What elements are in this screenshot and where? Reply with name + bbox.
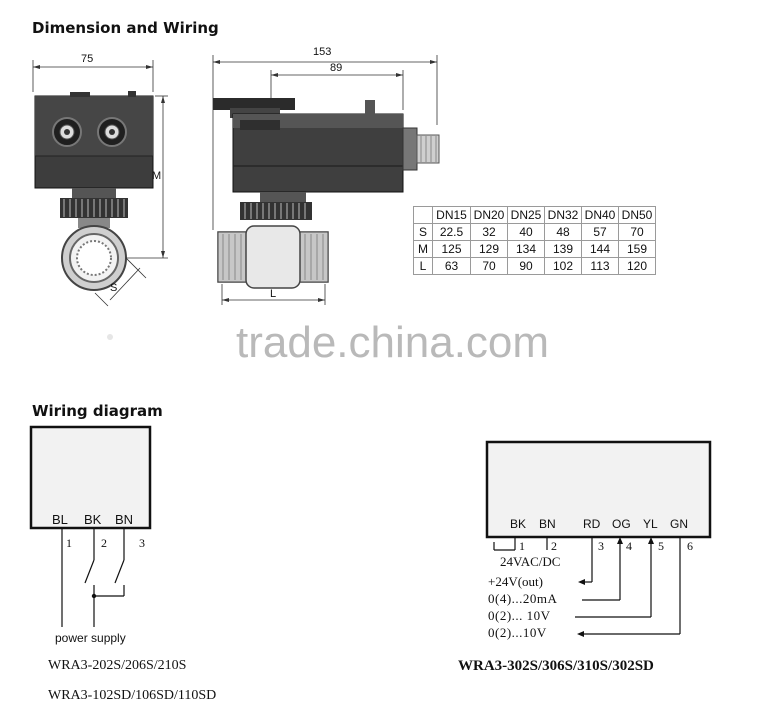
signal-label-24v-out: +24V(out) xyxy=(488,574,543,589)
table-header-row: DN15 DN20 DN25 DN32 DN40 DN50 xyxy=(413,206,656,224)
wiring-heading: Wiring diagram xyxy=(32,402,163,420)
signal-label-ma-input: 0(4)...20mA xyxy=(488,591,558,606)
wire-label-bn: BN xyxy=(115,512,134,527)
right-wiring-diagram xyxy=(485,440,712,637)
terminal-number: 2 xyxy=(551,539,557,553)
table-cell: 90 xyxy=(507,257,545,275)
table-row: M 125 129 134 139 144 159 xyxy=(413,240,656,258)
table-cell: 139 xyxy=(544,240,582,258)
terminal-number: 6 xyxy=(687,539,693,553)
table-cell: 48 xyxy=(544,223,582,241)
wire-label-bk: BK xyxy=(510,517,527,531)
wiring-drawing xyxy=(29,425,712,637)
wire-label-bl: BL xyxy=(52,512,68,527)
table-cell: DN50 xyxy=(618,206,656,224)
terminal-number: 4 xyxy=(626,539,632,553)
dimension-table: DN15 DN20 DN25 DN32 DN40 DN50 S 22.5 32 … xyxy=(413,206,656,275)
terminal-number: 5 xyxy=(658,539,664,553)
terminal-number: 1 xyxy=(66,536,72,550)
table-cell: 40 xyxy=(507,223,545,241)
dimension-heading: Dimension and Wiring xyxy=(32,19,219,37)
signal-label-supply: 24VAC/DC xyxy=(500,554,561,569)
table-cell: 70 xyxy=(618,223,656,241)
signal-label-v-output: 0(2)...10V xyxy=(488,625,547,640)
model-number: WRA3-302S/306S/310S/302SD xyxy=(458,658,654,674)
terminal-number: 1 xyxy=(519,539,525,553)
table-cell: 120 xyxy=(618,257,656,275)
table-cell: 159 xyxy=(618,240,656,258)
table-cell: 134 xyxy=(507,240,545,258)
cable-gland-icon xyxy=(52,117,82,147)
table-cell: 144 xyxy=(581,240,619,258)
table-cell: M xyxy=(413,240,433,258)
wire-label-yl: YL xyxy=(643,517,658,531)
wire-label-rd: RD xyxy=(583,517,601,531)
dim-side-label: S xyxy=(110,282,118,294)
left-wiring-diagram xyxy=(29,425,152,627)
table-cell: 129 xyxy=(470,240,508,258)
wire-label-gn: GN xyxy=(670,517,688,531)
table-cell: 102 xyxy=(544,257,582,275)
wire-label-bk: BK xyxy=(84,512,102,527)
dim-width-label: 75 xyxy=(81,53,94,65)
dim-body-length-label: L xyxy=(270,288,277,300)
cable-gland-icon xyxy=(97,117,127,147)
terminal-number: 2 xyxy=(101,536,107,550)
table-cell: DN15 xyxy=(432,206,471,224)
table-row: S 22.5 32 40 48 57 70 xyxy=(413,223,656,241)
power-supply-label: power supply xyxy=(55,631,126,645)
terminal-number: 3 xyxy=(598,539,604,553)
table-cell: 22.5 xyxy=(432,223,471,241)
dim-total-length-label: 153 xyxy=(313,46,332,58)
model-number: WRA3-102SD/106SD/110SD xyxy=(48,688,217,703)
table-cell: 57 xyxy=(581,223,619,241)
watermark: trade.china.com xyxy=(236,318,550,367)
side-view xyxy=(212,55,440,305)
wire-label-og: OG xyxy=(612,517,631,531)
table-row: L 63 70 90 102 113 120 xyxy=(413,257,656,275)
table-cell: DN32 xyxy=(544,206,582,224)
table-cell: DN25 xyxy=(507,206,545,224)
dim-actuator-length-label: 89 xyxy=(330,62,343,74)
table-cell xyxy=(413,206,433,224)
table-cell: 125 xyxy=(432,240,471,258)
dimension-drawing xyxy=(32,55,440,340)
table-cell: L xyxy=(413,257,433,275)
table-cell: DN20 xyxy=(470,206,508,224)
table-cell: DN40 xyxy=(581,206,619,224)
model-number: WRA3-202S/206S/210S xyxy=(48,658,187,673)
dim-height-label: M xyxy=(152,170,162,182)
front-view xyxy=(32,60,168,340)
terminal-number: 3 xyxy=(139,536,145,550)
signal-label-v-input: 0(2)... 10V xyxy=(488,608,551,623)
table-cell: 32 xyxy=(470,223,508,241)
wire-label-bn: BN xyxy=(539,517,556,531)
table-cell: 113 xyxy=(581,257,619,275)
table-cell: 70 xyxy=(470,257,508,275)
table-cell: S xyxy=(413,223,433,241)
table-cell: 63 xyxy=(432,257,471,275)
